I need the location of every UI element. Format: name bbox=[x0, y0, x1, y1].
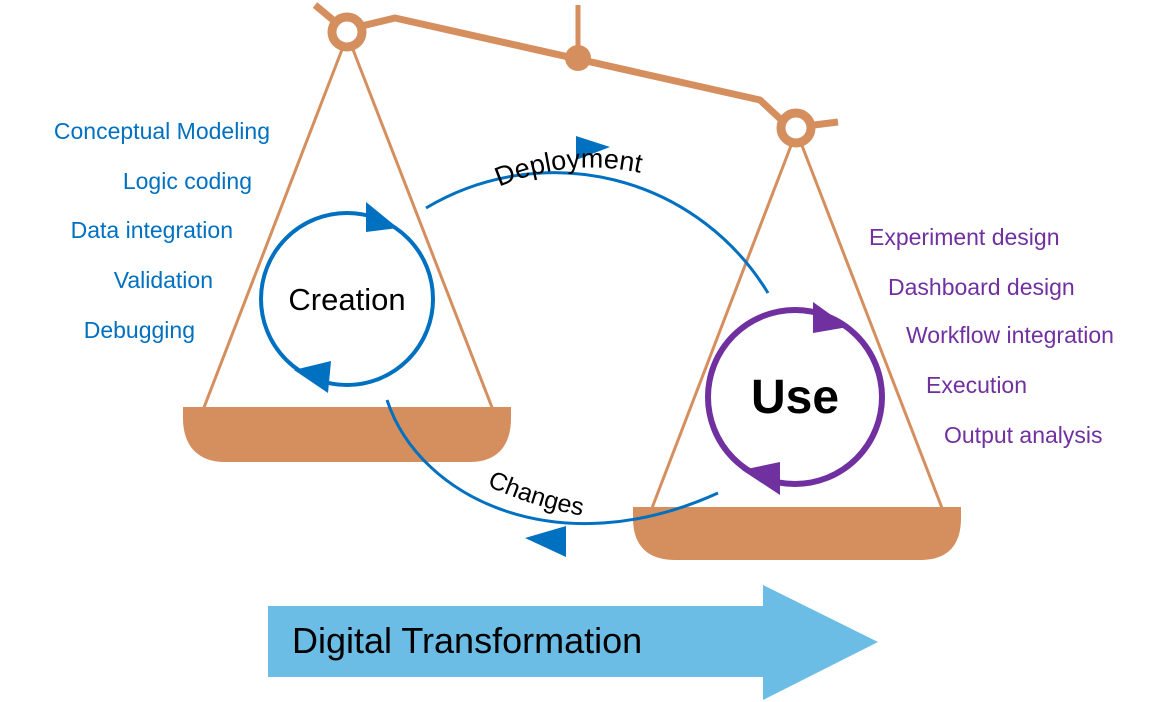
use-activity-execution: Execution bbox=[926, 372, 1027, 398]
transformation-arrow-shape bbox=[268, 585, 878, 700]
transformation-label: Digital Transformation bbox=[292, 620, 642, 661]
use-activity-experiment-design: Experiment design bbox=[869, 224, 1060, 250]
use-arrowhead-bottom bbox=[742, 462, 780, 495]
use-activity-workflow-integration: Workflow integration bbox=[906, 322, 1114, 348]
use-label: Use bbox=[751, 371, 839, 424]
changes-arc bbox=[385, 399, 719, 526]
creation-activity-logic-coding: Logic coding bbox=[123, 168, 252, 194]
use-loop bbox=[705, 307, 885, 487]
right-pan bbox=[633, 507, 961, 560]
left-hook bbox=[327, 12, 367, 52]
deployment-arrowhead bbox=[576, 136, 610, 160]
use-arrowhead-top bbox=[813, 302, 848, 333]
creation-activity-conceptual-modeling: Conceptual Modeling bbox=[54, 118, 270, 144]
creation-activities: Conceptual Modeling Logic coding Data in… bbox=[54, 118, 270, 343]
creation-label: Creation bbox=[288, 282, 405, 317]
creation-activity-data-integration: Data integration bbox=[71, 217, 233, 243]
creation-arrowhead-bottom bbox=[294, 361, 331, 393]
changes-arrowhead bbox=[525, 526, 566, 557]
creation-loop bbox=[259, 211, 435, 387]
use-activity-output-analysis: Output analysis bbox=[944, 422, 1103, 448]
creation-cycle: Creation bbox=[259, 202, 435, 393]
right-hook bbox=[776, 108, 816, 148]
use-activity-dashboard-design: Dashboard design bbox=[888, 274, 1075, 300]
deployment-label: Deployment bbox=[490, 144, 645, 193]
left-rope-left bbox=[201, 46, 345, 411]
scale-pivot bbox=[565, 45, 591, 71]
right-rope-right bbox=[799, 142, 944, 509]
left-pan bbox=[183, 407, 511, 462]
creation-arrowhead-top bbox=[366, 202, 398, 232]
creation-activity-validation: Validation bbox=[114, 267, 213, 293]
changes-label: Changes bbox=[484, 466, 586, 522]
left-rope-right bbox=[350, 46, 495, 411]
digital-transformation-arrow: Digital Transformation bbox=[268, 585, 878, 700]
use-cycle: Use bbox=[705, 302, 885, 495]
right-rope-left bbox=[650, 142, 794, 509]
creation-activity-debugging: Debugging bbox=[84, 317, 195, 343]
deployment-changes-cycle: Deployment Changes bbox=[385, 136, 770, 557]
scale bbox=[183, 2, 961, 560]
deployment-arc bbox=[425, 171, 770, 294]
use-activities: Experiment design Dashboard design Workf… bbox=[869, 224, 1114, 448]
